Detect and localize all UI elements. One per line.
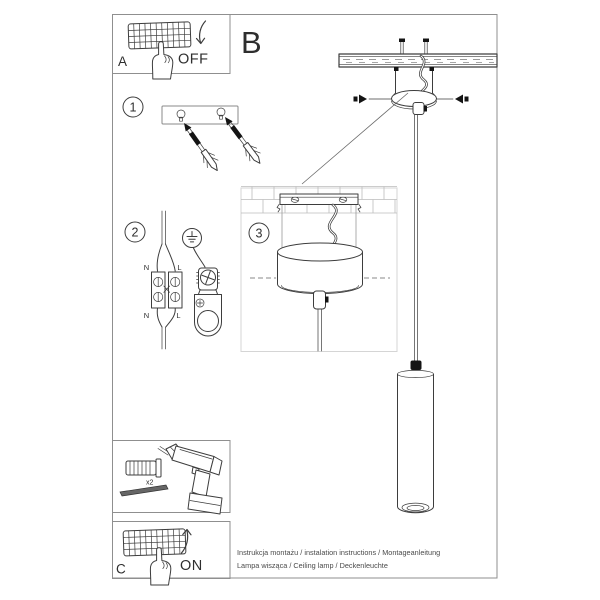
panel-breaker-off: A OFF [112,14,231,80]
curved-arrow-up-icon [180,528,192,554]
page-frame [112,14,498,579]
step-3-number: 3 [256,226,263,240]
step-3-badge [248,222,270,244]
footer-line-2: Lampa wisząca / Ceiling lamp / Deckenleu… [237,561,388,570]
pendant-lamp [397,114,434,514]
cord-grip-detail [313,290,326,310]
push-arrow-left-icon [353,94,392,104]
breaker-panel-icon [122,528,187,557]
panel-a-label: A [118,54,127,69]
panel-overview: B [241,25,498,185]
canopy-overview [391,54,437,115]
cord-grip [412,102,425,115]
plug-quantity: x2 [146,480,154,487]
bracket-detail [276,193,362,213]
panel-breaker-on: C ON [112,521,231,586]
terminal-l-top: L [177,263,181,272]
ceiling-beam [338,53,498,68]
terminal-n-top: N [144,263,149,272]
panel-c-box [112,521,231,579]
tools-box [112,440,231,513]
panel-b-label: B [241,25,262,60]
detail-leader-line [301,92,409,185]
wall-plug-icon [125,458,162,478]
push-arrow-right-icon [436,94,469,104]
curved-arrow-down-icon [195,20,207,45]
canopy-detail [250,242,390,352]
terminal-block-wiring: N L N L [144,210,183,350]
mounting-screws [399,38,429,55]
terminal-l-bottom: L [176,311,180,320]
step-2: 2 N L N L [124,210,222,350]
earth-symbol-icon [182,228,202,248]
drill-bit-icon [119,484,169,497]
projection-lines [281,205,357,250]
footer: Instrukcja montażu / instalation instruc… [237,548,440,570]
pendant-tube [397,370,434,514]
terminal-n-bottom: N [144,311,149,320]
screw-anchor-right [219,112,266,168]
step-1: 1 [122,96,266,175]
step-1-badge [122,96,144,118]
step-2-number: 2 [132,225,139,239]
footer-line-1: Instrukcja montażu / instalation instruc… [237,548,440,557]
drill-icon [157,443,223,515]
earth-connection [182,228,222,337]
panel-c-label: C [116,562,126,577]
cable-gland [410,360,422,370]
panel-a-state: OFF [178,52,209,68]
step-1-number: 1 [130,100,137,114]
earth-clamp-screw [196,267,220,296]
screw-anchor-left [178,118,224,175]
mounting-bracket [161,105,239,125]
ground-lug [194,294,222,337]
detail-box [240,187,398,352]
pendant-cable [414,114,418,362]
step-2-badge [124,221,146,243]
step-3: 3 [240,186,398,352]
panel-c-state: ON [180,558,203,574]
panel-tools: x2 [112,440,231,515]
